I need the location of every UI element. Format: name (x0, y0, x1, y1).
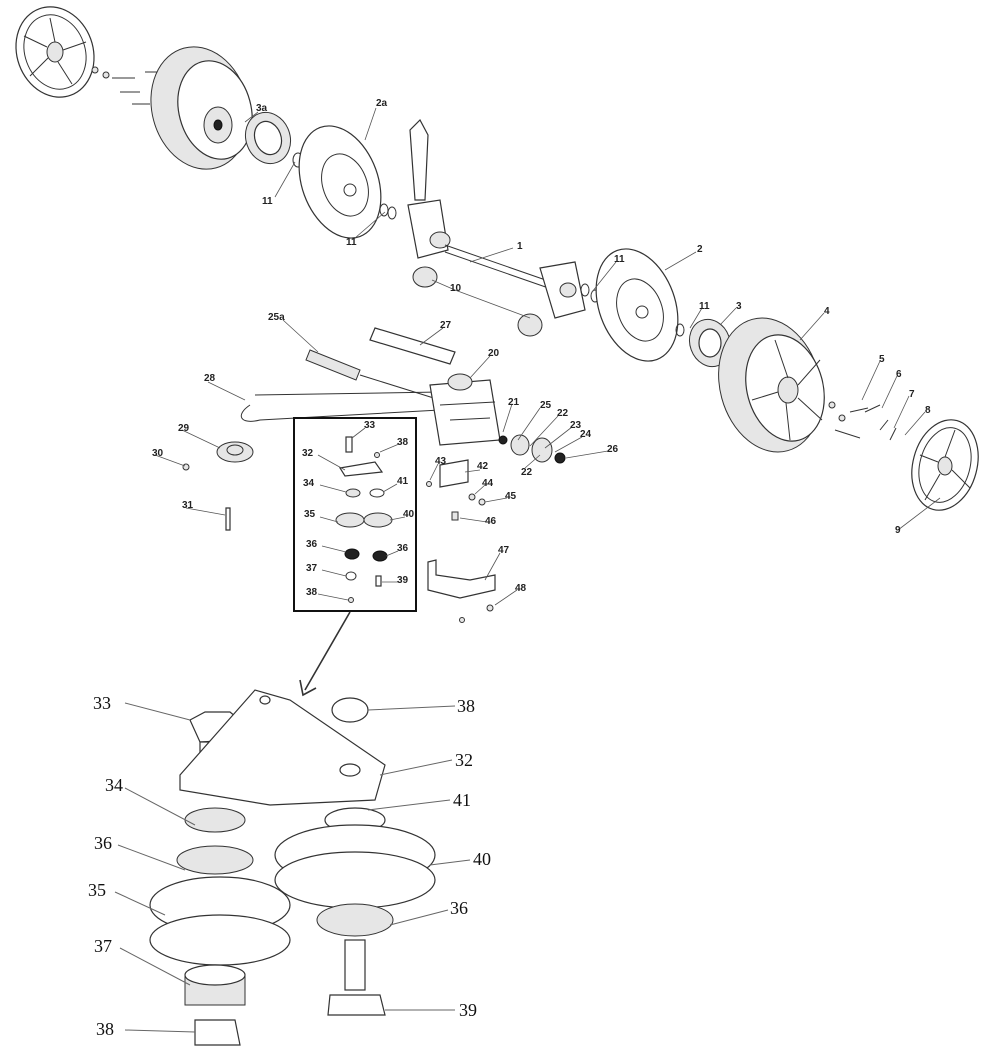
bracket-47 (427, 559, 496, 599)
detail-box-parts (335, 436, 393, 603)
callout-2: 2 (697, 244, 703, 255)
callout-27: 27 (440, 320, 452, 331)
screws-left (91, 66, 165, 105)
callout-5: 5 (879, 354, 885, 365)
callout-48: 48 (515, 583, 527, 594)
callout-25: 25 (540, 400, 552, 411)
detail-callout-41: 41 (453, 790, 471, 810)
callout-41: 41 (397, 476, 409, 487)
detail-callout-33: 33 (93, 693, 111, 713)
callout-45: 45 (505, 491, 517, 502)
hubcap-right (911, 419, 979, 511)
callout-21: 21 (508, 397, 520, 408)
gear-3 (688, 318, 732, 368)
callout-2a: 2a (376, 98, 388, 109)
callout-25a: 25a (268, 312, 285, 323)
bushings-10 (412, 266, 543, 337)
part-48 (486, 604, 494, 612)
axle-lever-1 (407, 119, 600, 319)
callout-11: 11 (699, 301, 710, 312)
part-48b (459, 617, 465, 623)
detail-callout-34: 34 (105, 775, 123, 795)
callout-39: 39 (397, 575, 409, 586)
callout-3a: 3a (256, 103, 268, 114)
detail-callout-32: 32 (455, 750, 473, 770)
callout-36: 36 (397, 543, 409, 554)
callout-6: 6 (896, 369, 902, 380)
screws-right (828, 401, 897, 441)
part-43 (426, 481, 432, 487)
callout-9: 9 (895, 525, 901, 536)
callout-30: 30 (152, 448, 164, 459)
callout-42: 42 (477, 461, 489, 472)
detail-arrow (299, 611, 351, 697)
detail-callout-40: 40 (473, 849, 491, 869)
callout-46: 46 (485, 516, 497, 527)
callout-10: 10 (450, 283, 462, 294)
callout-43: 43 (435, 456, 447, 467)
callout-11: 11 (614, 254, 625, 265)
detail-callout-37: 37 (94, 936, 112, 956)
callout-20: 20 (488, 348, 500, 359)
callout-1: 1 (517, 241, 523, 252)
callout-33: 33 (364, 420, 376, 431)
callout-44: 44 (482, 478, 494, 489)
callout-35: 35 (304, 509, 316, 520)
detail-callout-38: 38 (96, 1019, 114, 1039)
callout-23: 23 (570, 420, 582, 431)
cable-25a (305, 349, 441, 401)
detail-callout-38: 38 (457, 696, 475, 716)
callout-36: 36 (306, 539, 318, 550)
callout-31: 31 (182, 500, 194, 511)
detail-assembly (149, 689, 436, 1046)
disc-2 (595, 248, 685, 362)
part-44 (468, 493, 476, 501)
detail-callout-36: 36 (450, 898, 468, 918)
belt-28 (240, 391, 441, 422)
callout-37: 37 (306, 563, 318, 574)
callout-47: 47 (498, 545, 510, 556)
callout-28: 28 (204, 373, 216, 384)
callout-24: 24 (580, 429, 592, 440)
callout-3: 3 (736, 301, 742, 312)
disc-2a (298, 125, 397, 239)
callout-8: 8 (925, 405, 931, 416)
detail-callout-36: 36 (94, 833, 112, 853)
callout-7: 7 (909, 389, 915, 400)
callout-38: 38 (306, 587, 318, 598)
callout-32: 32 (302, 448, 314, 459)
hubcap-left (15, 6, 95, 98)
detail-box (293, 417, 417, 612)
detail-callout-35: 35 (88, 880, 106, 900)
part-29 (216, 441, 254, 463)
rod-27 (369, 327, 456, 365)
detail-leader-lines (114, 702, 471, 1033)
pin-31 (225, 507, 231, 531)
callout-22: 22 (557, 408, 569, 419)
plate-42 (439, 459, 469, 488)
callout-labels: 3a 2a 11 11 1 11 2 10 11 3 4 25a 27 20 5… (152, 98, 931, 598)
callout-22: 22 (521, 467, 533, 478)
callout-26: 26 (607, 444, 619, 455)
leader-lines (154, 107, 941, 606)
callout-38: 38 (397, 437, 409, 448)
callout-11: 11 (262, 196, 273, 207)
gearbox-20 (429, 373, 566, 464)
callout-34: 34 (303, 478, 315, 489)
detail-callout-39: 39 (459, 1000, 477, 1020)
part-46 (451, 511, 459, 521)
callout-40: 40 (403, 509, 415, 520)
callout-4: 4 (824, 306, 830, 317)
detail-callout-labels: 33 38 32 34 41 36 40 35 36 37 39 38 (88, 693, 491, 1039)
wheel-left (150, 46, 253, 170)
part-30 (182, 463, 190, 471)
callout-11: 11 (346, 237, 357, 248)
callout-29: 29 (178, 423, 190, 434)
gear-3a (244, 111, 304, 168)
part-45 (478, 498, 486, 506)
wheel-right (718, 317, 825, 453)
